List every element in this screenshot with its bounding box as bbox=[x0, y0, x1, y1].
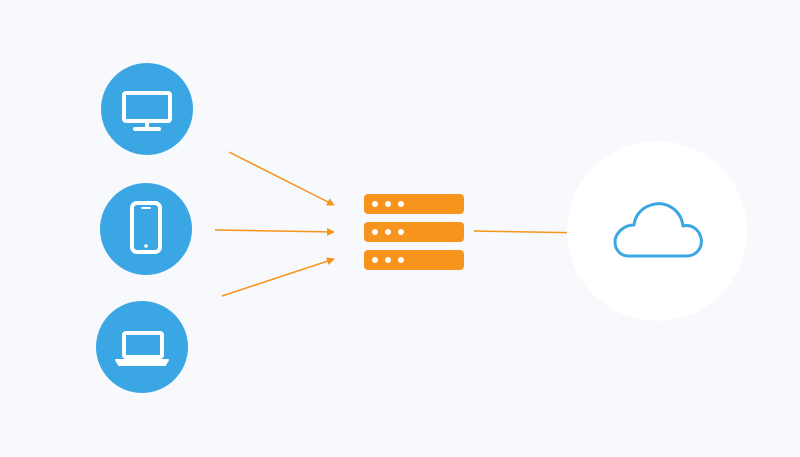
device-laptop bbox=[96, 301, 188, 393]
server-unit bbox=[364, 222, 464, 242]
server-rack bbox=[364, 194, 464, 270]
smartphone-icon bbox=[130, 201, 162, 254]
cloud-icon bbox=[613, 202, 703, 258]
laptop-icon bbox=[115, 331, 169, 366]
device-monitor bbox=[101, 63, 193, 155]
arrow-monitor-to-server bbox=[228, 151, 335, 206]
monitor-icon bbox=[122, 91, 172, 131]
device-smartphone bbox=[100, 183, 192, 275]
server-rack-icon bbox=[364, 194, 464, 270]
server-unit bbox=[364, 250, 464, 270]
cloud-destination bbox=[567, 141, 747, 321]
server-unit bbox=[364, 194, 464, 214]
arrow-phone-to-server bbox=[214, 227, 335, 236]
arrow-laptop-to-server bbox=[221, 257, 335, 297]
